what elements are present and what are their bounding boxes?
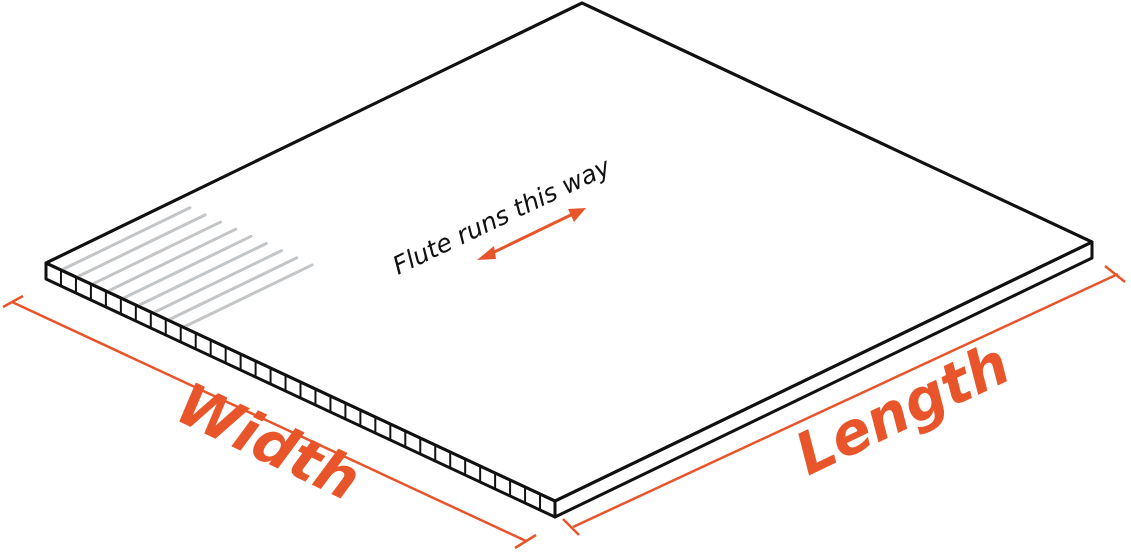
flute-line	[105, 227, 238, 294]
flute-line	[59, 206, 192, 272]
flute-line	[166, 256, 299, 322]
width-left-tick	[2, 294, 24, 309]
flute-lines	[59, 206, 314, 329]
flute-cells	[59, 270, 542, 510]
flute-line	[75, 213, 207, 279]
corrugated-board	[44, 1, 1094, 519]
length-dimension-line	[572, 272, 1119, 529]
length-left-tick	[562, 518, 580, 536]
flute-line	[151, 249, 284, 315]
flute-line	[136, 241, 268, 308]
flute-line	[120, 234, 253, 301]
width-dimension-line	[11, 300, 527, 543]
length-right-tick	[1104, 265, 1126, 283]
flute-direction-arrow	[477, 208, 586, 260]
width-right-tick	[514, 533, 537, 550]
flute-line	[90, 220, 222, 286]
flute-line	[181, 263, 314, 329]
